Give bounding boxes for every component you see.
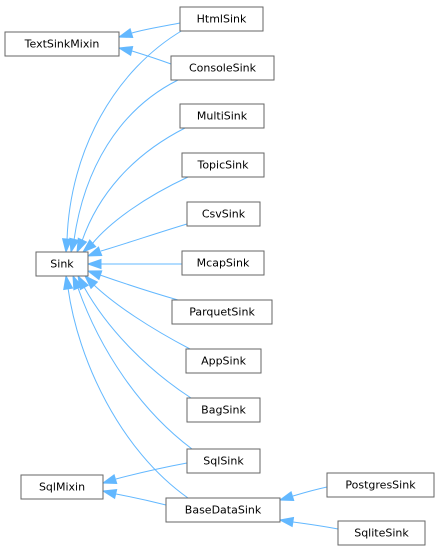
node-csvsink-label: CsvSink — [202, 208, 246, 221]
arrowhead-sqlitesink-to-basedatasink — [278, 516, 295, 528]
node-multisink-label: MultiSink — [197, 110, 248, 123]
node-appsink[interactable]: AppSink — [185, 348, 262, 374]
edge-appsink-to-sink — [93, 284, 191, 350]
node-textsinkmixin-label: TextSinkMixin — [24, 38, 100, 51]
arrowhead-consolesink-to-sink — [69, 237, 80, 254]
edge-sqlsink-to-sqlmixin — [115, 462, 188, 480]
node-htmlsink-label: HtmlSink — [197, 13, 247, 26]
node-sink-label: Sink — [50, 258, 74, 271]
node-sqlmixin-label: SqlMixin — [39, 481, 85, 494]
node-sqlitesink[interactable]: SqliteSink — [337, 520, 426, 546]
arrowhead-postgressink-to-basedatasink — [278, 491, 295, 502]
node-sqlsink-label: SqlSink — [203, 455, 244, 468]
arrowhead-topicsink-to-sink — [81, 239, 97, 254]
node-topicsink-label: TopicSink — [196, 159, 249, 172]
edge-sqlitesink-to-basedatasink — [292, 521, 339, 530]
node-htmlsink[interactable]: HtmlSink — [179, 6, 264, 32]
edge-htmlsink-to-textsinkmixin — [131, 22, 181, 34]
arrowhead-htmlsink-to-sink — [61, 238, 73, 254]
edge-basedatasink-to-sqlmixin — [115, 493, 167, 506]
arrowhead-parquetsink-to-sink — [86, 270, 103, 281]
node-basedatasink[interactable]: BaseDataSink — [165, 497, 281, 523]
edge-topicsink-to-sink — [91, 176, 189, 245]
edge-consolesink-to-sink — [73, 79, 179, 241]
arrowhead-basedatasink-to-sqlmixin — [101, 488, 118, 500]
node-mcapsink-label: McapSink — [197, 257, 250, 270]
arrowhead-multisink-to-sink — [76, 237, 88, 254]
arrowhead-consolesink-to-textsinkmixin — [117, 45, 134, 57]
node-textsinkmixin[interactable]: TextSinkMixin — [4, 31, 120, 57]
node-consolesink-label: ConsoleSink — [189, 62, 257, 75]
node-basedatasink-label: BaseDataSink — [185, 504, 262, 517]
node-multisink[interactable]: MultiSink — [179, 103, 265, 129]
edge-sqlsink-to-sink — [77, 287, 193, 450]
node-sink[interactable]: Sink — [35, 251, 89, 277]
node-parquetsink[interactable]: ParquetSink — [171, 299, 273, 325]
arrowhead-appsink-to-sink — [83, 274, 99, 290]
node-bagsink[interactable]: BagSink — [186, 397, 261, 423]
edge-consolesink-to-textsinkmixin — [131, 50, 172, 65]
edge-htmlsink-to-sink — [66, 29, 184, 241]
node-sqlitesink-label: SqliteSink — [354, 527, 409, 540]
node-postgressink[interactable]: PostgresSink — [326, 472, 435, 498]
arrowhead-basedatasink-to-sink — [63, 274, 74, 291]
edge-basedatasink-to-sink — [67, 287, 189, 499]
arrowhead-mcapsink-to-sink — [86, 258, 102, 270]
edge-csvsink-to-sink — [100, 223, 188, 252]
node-consolesink[interactable]: ConsoleSink — [170, 55, 275, 81]
edge-postgressink-to-basedatasink — [292, 486, 328, 497]
node-appsink-label: AppSink — [201, 355, 247, 368]
arrowhead-htmlsink-to-textsinkmixin — [117, 28, 134, 39]
node-mcapsink[interactable]: McapSink — [181, 250, 265, 276]
edge-multisink-to-sink — [81, 127, 186, 242]
edge-bagsink-to-sink — [83, 286, 192, 399]
node-sqlsink[interactable]: SqlSink — [186, 448, 261, 474]
node-postgressink-label: PostgresSink — [345, 479, 416, 492]
arrowhead-sqlsink-to-sqlmixin — [101, 474, 118, 485]
arrowhead-sqlsink-to-sink — [72, 274, 83, 291]
edge-parquetsink-to-sink — [99, 274, 179, 301]
node-csvsink[interactable]: CsvSink — [186, 201, 261, 227]
node-bagsink-label: BagSink — [201, 404, 246, 417]
node-sqlmixin[interactable]: SqlMixin — [20, 474, 104, 500]
arrowhead-csvsink-to-sink — [86, 246, 103, 257]
inheritance-edges — [61, 22, 339, 530]
node-topicsink[interactable]: TopicSink — [181, 152, 265, 178]
node-parquetsink-label: ParquetSink — [189, 306, 255, 319]
